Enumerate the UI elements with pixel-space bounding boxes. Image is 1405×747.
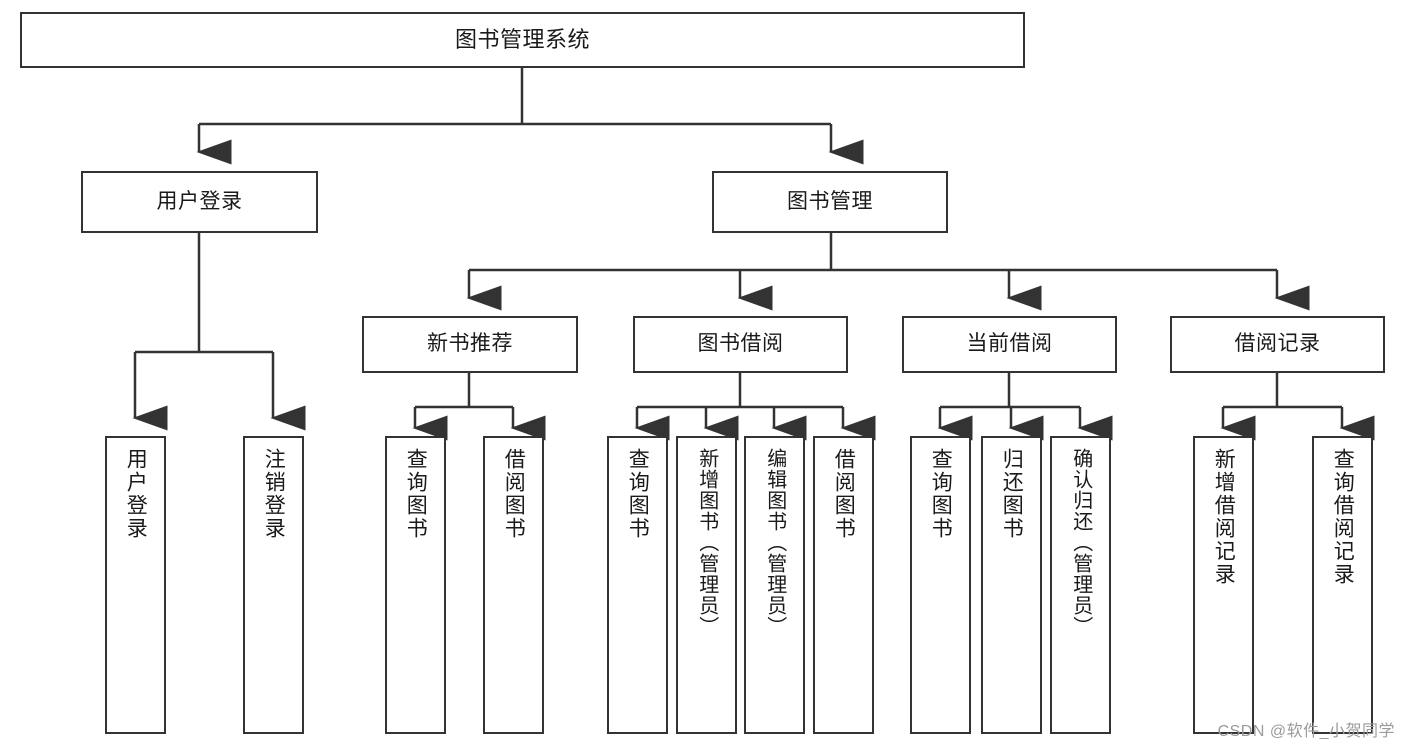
node-label: 当前借阅 [966, 332, 1053, 356]
leaf-query-book-new[interactable]: 查询图书 [385, 436, 446, 734]
node-label: 查询图书 [929, 448, 953, 540]
leaf-add-book-admin[interactable]: 新增图书（管理员） [676, 436, 737, 734]
node-root-system[interactable]: 图书管理系统 [20, 12, 1025, 68]
leaf-edit-book-admin[interactable]: 编辑图书（管理员） [744, 436, 805, 734]
node-label: 新书推荐 [427, 332, 513, 356]
node-label: 查询借阅记录 [1331, 448, 1355, 586]
node-label: 图书管理系统 [454, 27, 590, 53]
leaf-user-logout[interactable]: 注销登录 [243, 436, 304, 734]
leaf-query-borrow-record[interactable]: 查询借阅记录 [1312, 436, 1373, 734]
node-label: 新增图书（管理员） [695, 448, 718, 637]
node-label: 用户登录 [124, 448, 148, 540]
node-borrow-record[interactable]: 借阅记录 [1170, 316, 1385, 373]
node-label: 借阅图书 [502, 448, 526, 540]
node-label: 查询图书 [404, 448, 428, 540]
watermark: CSDN @软件_小贺同学 [1217, 723, 1395, 740]
leaf-user-login[interactable]: 用户登录 [105, 436, 166, 734]
leaf-confirm-return-admin[interactable]: 确认归还（管理员） [1050, 436, 1111, 734]
node-label: 借阅图书 [832, 448, 856, 540]
leaf-borrow-book[interactable]: 借阅图书 [813, 436, 874, 734]
leaf-add-borrow-record[interactable]: 新增借阅记录 [1193, 436, 1254, 734]
node-label: 图书管理 [787, 189, 873, 213]
node-label: 查询图书 [626, 448, 650, 540]
node-label: 确认归还（管理员） [1069, 448, 1092, 637]
leaf-query-book-borrow[interactable]: 查询图书 [607, 436, 668, 734]
leaf-query-book-current[interactable]: 查询图书 [910, 436, 971, 734]
node-book-management[interactable]: 图书管理 [712, 171, 948, 233]
node-new-book-recommend[interactable]: 新书推荐 [362, 316, 578, 373]
node-label: 编辑图书（管理员） [763, 448, 786, 637]
node-book-borrow[interactable]: 图书借阅 [633, 316, 848, 373]
leaf-borrow-book-new[interactable]: 借阅图书 [483, 436, 544, 734]
node-label: 注销登录 [262, 448, 286, 540]
node-current-borrow[interactable]: 当前借阅 [902, 316, 1117, 373]
node-label: 用户登录 [156, 189, 243, 213]
node-label: 新增借阅记录 [1212, 448, 1236, 586]
node-label: 借阅记录 [1234, 332, 1321, 356]
node-label: 图书借阅 [697, 332, 784, 356]
node-label: 归还图书 [1000, 448, 1024, 540]
node-user-login[interactable]: 用户登录 [81, 171, 318, 233]
leaf-return-book[interactable]: 归还图书 [981, 436, 1042, 734]
